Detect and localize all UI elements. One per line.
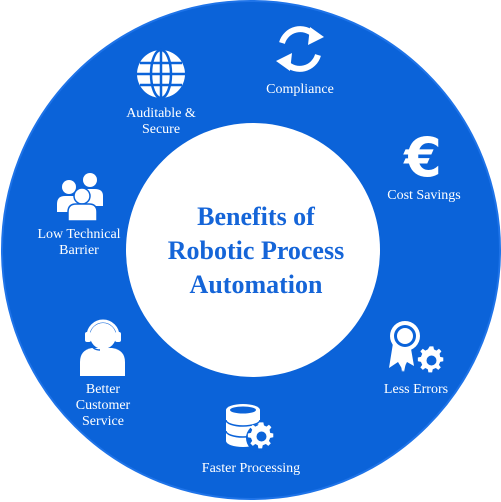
- refresh-cycle-icon: [276, 26, 324, 72]
- benefit-label-cost-savings: Cost Savings: [387, 188, 461, 203]
- center-circle: [126, 123, 380, 377]
- benefit-label-better-customer-service: Better Customer Service: [75, 382, 131, 429]
- users-group-icon: [57, 173, 103, 222]
- benefit-label-compliance: Compliance: [266, 82, 334, 97]
- headset-agent-icon: [80, 319, 125, 376]
- svg-text:€: €: [402, 126, 442, 189]
- benefit-label-less-errors: Less Errors: [383, 382, 449, 397]
- diagram-title: Benefits of Robotic Process Automation: [167, 202, 345, 299]
- award-gear-icon: [389, 321, 444, 373]
- database-gear-icon: [225, 404, 274, 452]
- benefit-label-auditable-secure: Auditable & Secure: [126, 106, 196, 137]
- euro-icon: €: [402, 126, 442, 189]
- benefit-label-faster-processing: Faster Processing: [201, 461, 301, 476]
- globe-icon: [137, 48, 185, 100]
- benefit-label-low-technical-barrier: Low Technical Barrier: [37, 227, 121, 258]
